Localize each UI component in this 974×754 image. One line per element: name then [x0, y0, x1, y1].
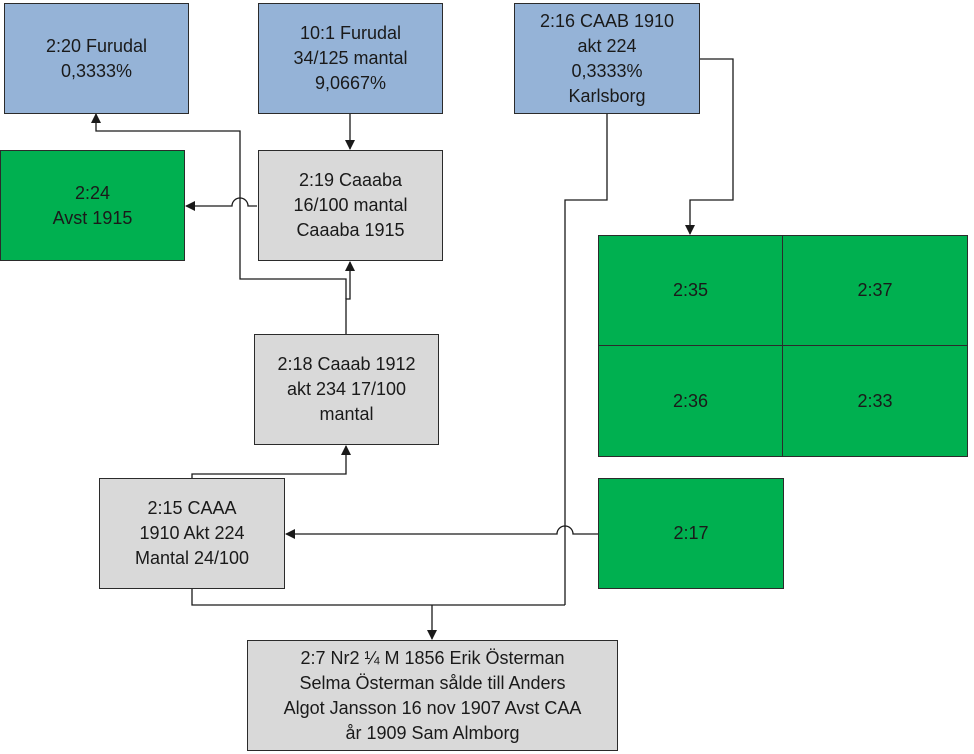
node-2-20[interactable]: 2:20 Furudal 0,3333% — [4, 3, 189, 114]
edge-2-18-to-2-19 — [345, 261, 355, 334]
node-grid: 2:35 2:37 2:36 2:33 — [598, 235, 968, 457]
edge-2-18-to-2-20 — [91, 113, 347, 299]
grid-cell-2-36[interactable]: 2:36 — [599, 346, 783, 456]
node-2-24[interactable]: 2:24 Avst 1915 — [0, 150, 185, 261]
edge-2-15-to-2-18 — [191, 445, 351, 478]
edge-2-16-to-2-35 — [685, 58, 734, 235]
grid-cell-2-37[interactable]: 2:37 — [783, 236, 967, 346]
edge-2-16-to-2-7 — [564, 114, 608, 605]
edge-2-19-to-2-24 — [185, 197, 257, 211]
edge-2-17-to-2-15 — [285, 525, 598, 539]
node-2-18[interactable]: 2:18 Caaab 1912 akt 234 17/100 mantal — [254, 334, 439, 445]
node-2-19[interactable]: 2:19 Caaaba 16/100 mantal Caaaba 1915 — [258, 150, 443, 261]
node-2-15[interactable]: 2:15 CAAA 1910 Akt 224 Mantal 24/100 — [99, 478, 285, 589]
node-2-17[interactable]: 2:17 — [598, 478, 784, 589]
grid-cell-2-33[interactable]: 2:33 — [783, 346, 967, 456]
node-2-7[interactable]: 2:7 Nr2 ¼ M 1856 Erik Österman Selma Öst… — [247, 640, 618, 751]
node-2-16[interactable]: 2:16 CAAB 1910 akt 224 0,3333% Karlsborg — [514, 3, 700, 114]
grid-cell-2-35[interactable]: 2:35 — [599, 236, 783, 346]
edge-2-15-to-2-7 — [191, 588, 565, 606]
node-10-1[interactable]: 10:1 Furudal 34/125 mantal 9,0667% — [258, 3, 443, 114]
